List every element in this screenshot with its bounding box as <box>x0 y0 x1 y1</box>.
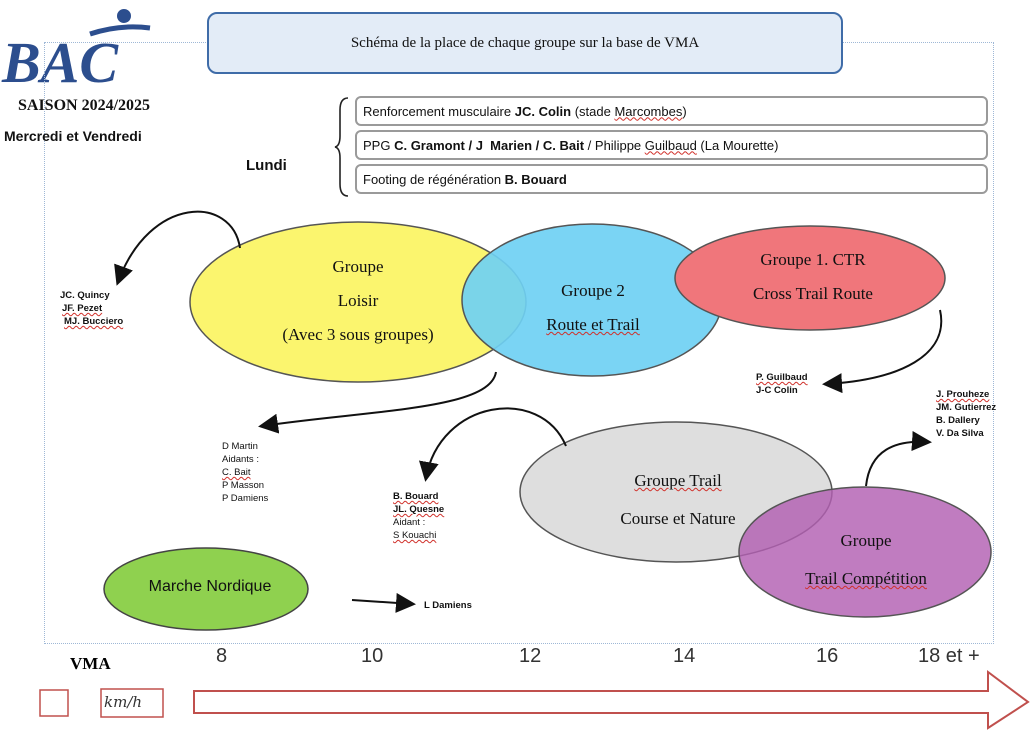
days-label: Mercredi et Vendredi <box>4 128 142 144</box>
brace-icon <box>334 97 349 197</box>
monday-label: Lundi <box>246 157 287 174</box>
coaches-marche: L Damiens <box>424 600 472 611</box>
vma-tick: 12 <box>519 645 542 667</box>
arrow-marche <box>351 592 416 613</box>
coaches-loisir: JC. Quincy JF. Pezet MJ. Bucciero <box>60 290 124 327</box>
vma-checkbox <box>39 689 69 717</box>
logo-lettering: BAC <box>1 30 119 94</box>
vma-axis-label: VMA <box>70 654 111 673</box>
vma-tick: 10 <box>361 645 384 667</box>
arrow-comp <box>865 431 932 487</box>
schedule-row: PPG C. Gramont / J Marien / C. Bait / Ph… <box>355 130 988 160</box>
arrow-trail <box>419 407 567 482</box>
season-label: SAISON 2024/2025 <box>18 97 151 114</box>
unit-box <box>100 688 164 718</box>
group-comp-ellipse <box>738 486 992 618</box>
coaches-comp: J. Prouheze JM. Gutierrez B. Dallery V. … <box>936 389 997 439</box>
coaches-g2: D Martin Aidants : C. Bait P Masson P Da… <box>222 441 269 504</box>
vma-tick: 14 <box>673 645 696 667</box>
arrow-ctr <box>822 309 943 394</box>
group-ctr-ellipse <box>674 225 946 331</box>
coaches-trail: B. Bouard JL. Quesne Aidant : S Kouachi <box>393 491 445 541</box>
diagram-title: Schéma de la place de chaque groupe sur … <box>207 12 843 74</box>
marche-nordique-label: Marche Nordique <box>148 578 272 595</box>
marche-nordique-ellipse <box>103 547 309 631</box>
club-logo: BAC <box>1 9 151 94</box>
arrow-loisir <box>114 210 241 286</box>
coaches-ctr: P. Guilbaud J-C Colin <box>756 372 808 396</box>
vma-tick: 8 <box>216 645 228 667</box>
vma-tick: 16 <box>816 645 839 667</box>
arrow-g2 <box>258 371 497 434</box>
unit-label: km/h <box>104 693 143 711</box>
vma-tick: 18 et + <box>918 645 980 667</box>
schedule-row: Renforcement musculaire JC. Colin (stade… <box>355 96 988 126</box>
schedule-row: Footing de régénération B. Bouard <box>355 164 988 194</box>
vma-axis-arrow <box>193 670 1030 730</box>
